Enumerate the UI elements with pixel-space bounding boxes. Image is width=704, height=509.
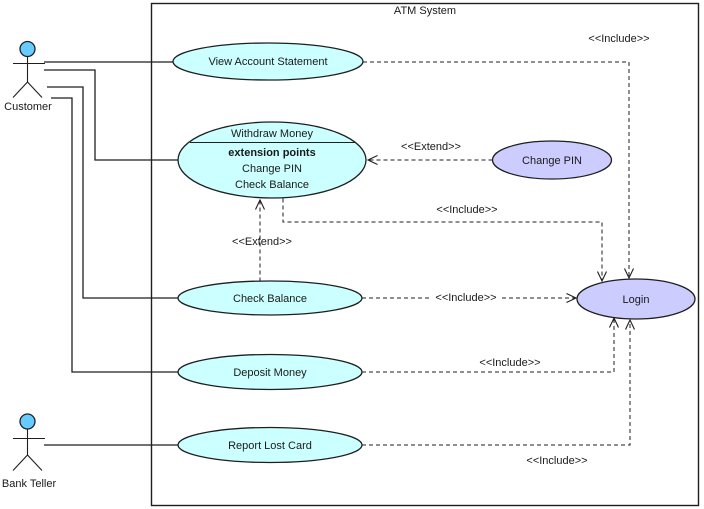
connector-label: <<Include>> — [479, 357, 540, 369]
usecase-report-lost-card[interactable]: Report Lost Card — [177, 426, 363, 464]
actor-body — [12, 56, 45, 98]
actor-customer[interactable]: Customer — [4, 40, 52, 114]
usecase-label: Report Lost Card — [228, 440, 312, 452]
actor-body — [12, 429, 45, 471]
extension-point-item: Check Balance — [235, 179, 309, 191]
usecase-label: View Account Statement — [208, 56, 327, 68]
include-check-balance-login[interactable]: <<Include>> — [362, 290, 576, 304]
connector-label: <<Include>> — [436, 204, 497, 216]
include-view-account-statement-login[interactable]: <<Include>> — [363, 33, 650, 278]
usecase-label: Change PIN — [522, 155, 582, 167]
usecase-change-pin[interactable]: Change PIN — [491, 140, 613, 180]
usecase-label: Withdraw Money — [231, 128, 313, 140]
usecase-label: Deposit Money — [233, 367, 307, 379]
system-boundary[interactable]: ATM System — [150, 2, 700, 507]
system-title: ATM System — [394, 5, 456, 17]
actor-head — [19, 40, 36, 58]
usecase-label: Check Balance — [233, 293, 307, 305]
extend-change-pin-withdraw-money[interactable]: <<Extend>> — [368, 141, 493, 160]
usecase-deposit-money[interactable]: Deposit Money — [177, 353, 363, 391]
association-customer-deposit-money[interactable] — [51, 97, 178, 373]
include-report-lost-card-login[interactable]: <<Include>> — [362, 320, 630, 467]
connector-label: <<Include>> — [526, 455, 587, 467]
extension-point-item: Change PIN — [242, 163, 302, 175]
association-customer-check-balance[interactable] — [47, 86, 178, 299]
usecase-ellipse[interactable] — [177, 426, 363, 464]
extension-points-header: extension points — [228, 147, 315, 159]
connector-label: <<Include>> — [435, 292, 496, 304]
usecase-ellipse[interactable] — [177, 121, 367, 199]
usecase-label: Login — [623, 294, 650, 306]
label-backdrop — [430, 290, 502, 303]
actor-bank-teller[interactable]: Bank Teller — [2, 413, 57, 490]
usecase-ellipse[interactable] — [177, 280, 363, 316]
connector-label: <<Extend>> — [401, 141, 461, 153]
usecase-withdraw-money[interactable]: Withdraw Money extension points Change P… — [177, 121, 367, 199]
connector-label: <<Extend>> — [232, 236, 292, 248]
actor-label: Customer — [4, 101, 52, 113]
usecase-view-account-statement[interactable]: View Account Statement — [172, 42, 364, 81]
association-customer-withdraw-money[interactable] — [44, 69, 178, 161]
usecase-check-balance[interactable]: Check Balance — [177, 280, 363, 316]
include-deposit-money-login[interactable]: <<Include>> — [362, 318, 614, 373]
include-withdraw-money-login[interactable]: <<Include>> — [282, 198, 602, 282]
usecase-ellipse[interactable] — [491, 140, 613, 180]
usecase-login[interactable]: Login — [576, 278, 696, 320]
actor-label: Bank Teller — [2, 478, 57, 490]
usecase-ellipse[interactable] — [172, 42, 364, 81]
usecase-ellipse[interactable] — [576, 278, 696, 320]
extend-check-balance-withdraw-money[interactable]: <<Extend>> — [232, 200, 292, 282]
actor-head — [19, 413, 36, 430]
usecase-ellipse[interactable] — [177, 353, 363, 391]
system-boundary-box[interactable] — [150, 2, 700, 507]
connector-label: <<Include>> — [588, 33, 649, 45]
